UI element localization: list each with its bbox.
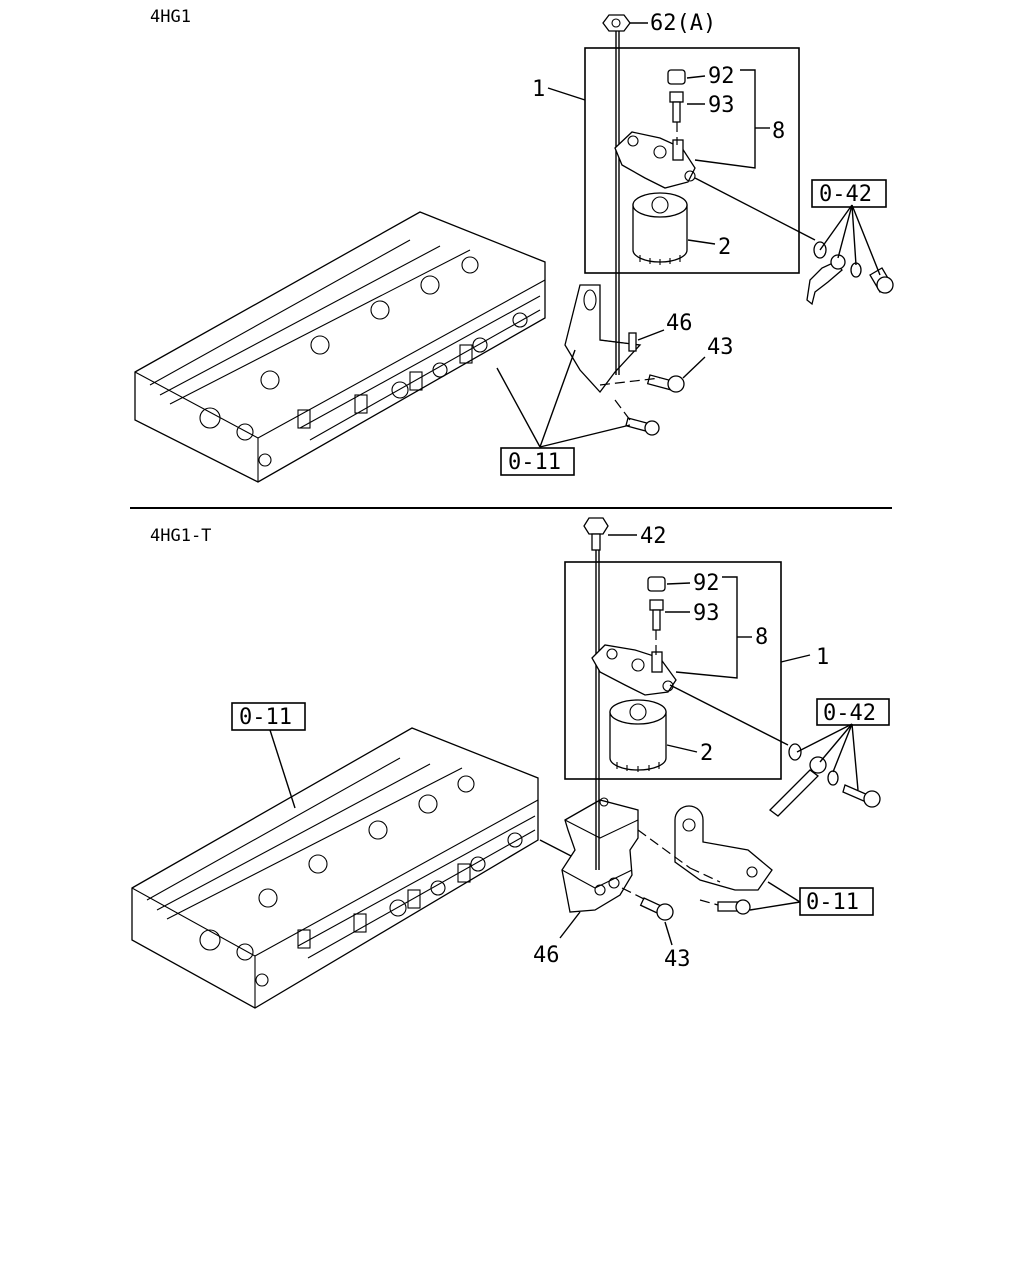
- fitting-parts: [806, 241, 894, 306]
- filter-assembly-box: [584, 47, 800, 274]
- filter-assembly-box: [564, 561, 782, 780]
- filter-head: [591, 644, 677, 696]
- bolt-43: [639, 897, 674, 921]
- bolt-46: [628, 332, 637, 352]
- ref-042: 0-42: [819, 182, 872, 207]
- callout-93: 93: [693, 601, 720, 626]
- bolt-43: [646, 374, 685, 393]
- ref-box-042: [811, 179, 887, 208]
- bracket-46: [561, 797, 639, 913]
- bolt-93: [669, 91, 684, 123]
- bolt-path: [614, 399, 631, 421]
- plug-92: [647, 576, 666, 592]
- callout-8: 8: [772, 119, 785, 144]
- ref-011-right: 0-11: [806, 890, 859, 915]
- cylinder-head: [134, 211, 546, 483]
- ref-box-011: [500, 447, 575, 476]
- plug-92: [667, 69, 686, 85]
- callout-92: 92: [693, 571, 720, 596]
- callout-46: 46: [666, 311, 693, 336]
- filter-cartridge: [609, 699, 667, 772]
- callout-93: 93: [708, 93, 735, 118]
- ref-box-042: [816, 698, 890, 726]
- callout-62a: 62(A): [650, 11, 716, 36]
- fitting-parts: [769, 743, 881, 817]
- callout-2: 2: [718, 235, 731, 260]
- model-label: 4HG1: [150, 7, 191, 27]
- callout-43: 43: [664, 947, 691, 972]
- callout-1: 1: [816, 645, 829, 670]
- section-4hg1: 4HG1: [134, 7, 894, 483]
- callout-1: 1: [532, 77, 545, 102]
- ref-011-left: 0-11: [239, 705, 292, 730]
- bracket: [564, 284, 642, 394]
- callout-43: 43: [707, 335, 734, 360]
- bolt-lower: [625, 417, 660, 436]
- bolt-93: [649, 599, 664, 631]
- cylinder-head: [131, 727, 539, 1009]
- callout-46: 46: [533, 943, 560, 968]
- ref-box-011-left: [231, 702, 306, 731]
- model-label: 4HG1-T: [150, 526, 211, 546]
- nut-62a: [602, 14, 631, 32]
- filter-head: [614, 131, 696, 189]
- ref-011: 0-11: [508, 450, 561, 475]
- callout-92: 92: [708, 64, 735, 89]
- bracket-path: [637, 829, 721, 883]
- filter-cartridge: [632, 192, 688, 265]
- section-4hg1-t: 4HG1-T: [131, 517, 890, 1009]
- ref-042: 0-42: [823, 701, 876, 726]
- bolt-42: [583, 517, 609, 551]
- callout-2: 2: [700, 741, 713, 766]
- bolt-path: [599, 377, 661, 386]
- bolt-right: [717, 899, 751, 915]
- callout-42: 42: [640, 524, 667, 549]
- callout-8: 8: [755, 625, 768, 650]
- bracket-plate: [674, 805, 773, 891]
